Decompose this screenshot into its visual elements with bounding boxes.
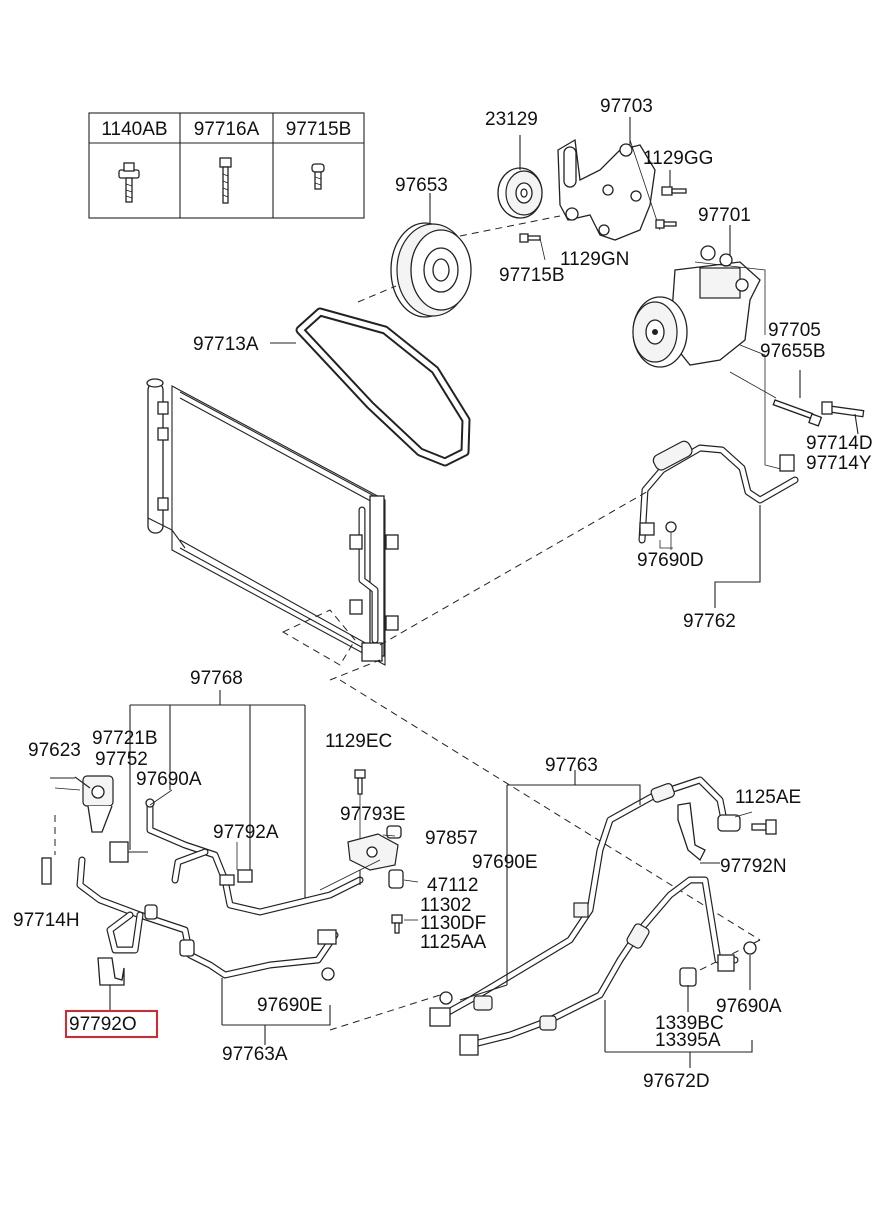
label-97690A-left: 97690A [136,769,202,790]
label-97672D: 97672D [643,1071,710,1092]
label-97793E: 97793E [340,804,406,825]
label-97792O: 97792O [69,1014,137,1035]
label-97715B: 97715B [499,265,565,286]
label-97703: 97703 [600,96,653,117]
label-47112: 47112 [427,875,479,896]
idler-pulley [497,135,543,219]
label-97763A: 97763A [222,1044,288,1065]
cap-47112 [388,869,404,889]
label-97792A: 97792A [213,822,279,843]
label-1130DF: 1130DF [420,913,487,934]
label-97714D: 97714D [806,433,873,454]
label-1129GN: 1129GN [560,249,630,270]
label-23129: 23129 [485,109,538,130]
label-97792N: 97792N [720,856,787,877]
highlight-box-97792O [65,1010,158,1038]
liquid-line-bracket [129,690,306,900]
label-97762: 97762 [683,611,736,632]
label-1129GG: 1129GG [643,148,714,169]
bolt-1125AE [751,819,777,835]
label-1339BC: 1339BC [655,1013,724,1034]
short-screw-icon [311,163,325,190]
leader-dash-2 [339,679,761,941]
liquid-line [145,798,364,916]
label-97653: 97653 [395,175,448,196]
bolt-97714Y [821,401,865,435]
bolts-11302-1130DF-1125AA [391,914,403,934]
label-97690E-bottom: 97690E [257,995,323,1016]
discharge-hose [638,440,799,608]
compressor-bracket [557,117,661,241]
leader-dash-5 [329,994,441,1031]
lower-pipe-left [76,856,339,1045]
label-97763: 97763 [545,755,598,776]
leader-dash-1 [379,489,651,646]
label-97623: 97623 [28,740,81,761]
suction-hose-97672D [459,876,757,1068]
table-header-97716A: 97716A [193,119,260,140]
label-97768: 97768 [190,668,243,689]
bolt-1129GG [661,170,687,196]
label-1125AA: 1125AA [420,932,487,953]
leader-dash-3 [329,659,381,681]
leaders-misc [54,787,753,921]
compressor-pulley [357,193,561,318]
condenser [146,378,399,666]
label-97655B: 97655B [760,341,826,362]
bracket-97792O [97,957,125,1010]
fitting-97714H [41,815,56,885]
flange-bolt-icon [118,162,140,203]
label-13395A: 13395A [655,1030,721,1051]
fastener-table [88,112,365,219]
label-97705: 97705 [768,320,821,341]
drive-belt [270,307,471,467]
label-97690A-right: 97690A [716,996,782,1017]
label-97690D: 97690D [637,550,704,571]
bolt-97714D [729,370,823,427]
bracket-97792N [677,802,720,864]
label-97701: 97701 [698,205,751,226]
table-header-1140AB: 1140AB [101,119,168,140]
label-97714Y: 97714Y [806,453,872,474]
pressure-switch [109,841,148,863]
expansion-valve [50,775,114,833]
bracket-1129EC [354,769,366,840]
ac-compressor [632,225,786,471]
long-bolt-icon [219,157,232,204]
table-header-97715B: 97715B [285,119,352,140]
label-97721B: 97721B [92,728,158,749]
label-11302: 11302 [420,895,472,916]
bolt-1129GN [655,219,677,229]
label-97752: 97752 [95,749,148,770]
suction-hose-97763 [429,770,741,1027]
condenser-outline [281,609,356,666]
label-97690E-right: 97690E [472,852,538,873]
label-1125AE: 1125AE [735,787,802,808]
screw-97715B [519,233,546,261]
label-97713A: 97713A [193,334,259,355]
label-97714H: 97714H [13,910,80,931]
label-1129EC: 1129EC [325,731,393,752]
label-97857: 97857 [425,828,478,849]
block-fitting-97793E [347,825,402,885]
